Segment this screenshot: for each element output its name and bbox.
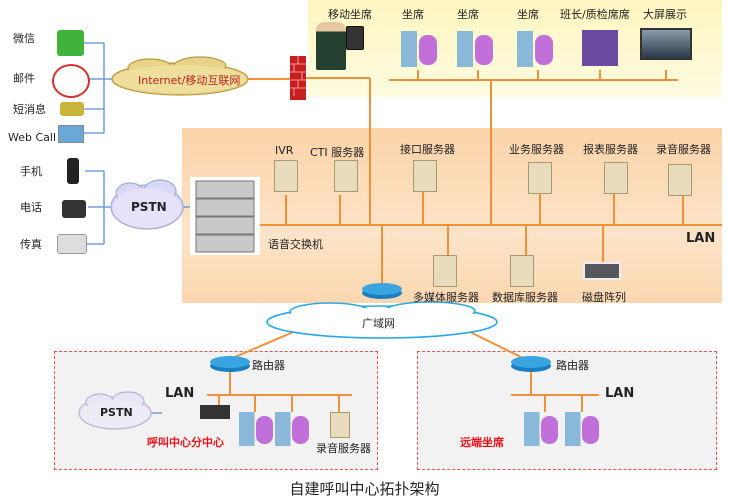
server-label: CTI 服务器	[310, 146, 365, 159]
agent-workstation-icon	[457, 31, 493, 67]
channel-label: 邮件	[13, 72, 35, 85]
database-server-icon	[510, 255, 534, 287]
report-server-icon	[604, 162, 628, 194]
agent-label: 坐席	[457, 8, 479, 21]
remote-router-icon	[511, 356, 551, 372]
agent-label: 大屏展示	[643, 8, 687, 21]
channel-label: 传真	[20, 238, 42, 251]
fax-icon	[57, 234, 87, 254]
branch-pstn-cloud	[78, 391, 152, 430]
sms-icon	[60, 102, 84, 116]
agent-label: 坐席	[517, 8, 539, 21]
branch-router-icon	[210, 356, 250, 372]
pstn-cloud	[110, 179, 184, 230]
agent-workstation-icon	[401, 31, 437, 67]
remote-name: 远端坐席	[460, 436, 504, 449]
firewall-icon	[290, 56, 306, 100]
server-label: 报表服务器	[583, 143, 638, 156]
branch-lan-label: LAN	[165, 386, 195, 401]
cti-server-icon	[334, 160, 358, 192]
tablet-icon	[346, 26, 364, 50]
agent-workstation-icon	[275, 412, 309, 446]
channel-label: 电话	[20, 201, 42, 214]
mobile-agent-icon	[316, 22, 346, 70]
wechat-icon	[57, 30, 84, 56]
big-screen-icon	[640, 28, 692, 60]
channel-label: 短消息	[13, 103, 46, 116]
server-label: 数据库服务器	[492, 291, 558, 304]
server-label: 录音服务器	[656, 143, 711, 156]
channel-label: 微信	[13, 32, 35, 45]
internet-cloud-label: Internet/移动互联网	[138, 74, 241, 87]
remote-router-label: 路由器	[556, 359, 589, 372]
ivr-server-icon	[274, 160, 298, 192]
agent-workstation-icon	[239, 412, 273, 446]
channel-label: 手机	[20, 165, 42, 178]
branch-pstn-label: PSTN	[100, 406, 133, 419]
agent-label: 班长/质检席席	[560, 8, 630, 21]
email-icon	[52, 64, 90, 98]
remote-lan-label: LAN	[605, 386, 635, 401]
wan-cloud-label: 广域网	[362, 317, 395, 330]
branch-name: 呼叫中心分中心	[147, 436, 224, 449]
remote-zone	[417, 351, 717, 470]
agent-workstation-icon	[524, 412, 558, 446]
core-router-icon	[362, 283, 402, 299]
internet-connectors	[82, 42, 114, 134]
interface-server-icon	[413, 160, 437, 192]
server-label: IVR	[275, 144, 294, 157]
branch-recording-server-icon	[330, 412, 350, 438]
agent-workstation-icon	[565, 412, 599, 446]
desk-phone-icon	[62, 200, 86, 218]
voice-switch-label: 语音交换机	[268, 238, 323, 251]
diagram-title: 自建呼叫中心拓扑架构	[289, 480, 440, 498]
lan-lines	[207, 70, 722, 412]
business-server-icon	[528, 162, 552, 194]
recording-server-icon	[668, 164, 692, 196]
laptop-icon	[58, 125, 84, 143]
agent-workstation-icon	[517, 31, 553, 67]
server-lan-label: LAN	[686, 231, 716, 246]
internet-cloud	[111, 56, 249, 96]
server-label: 接口服务器	[400, 143, 455, 156]
disk-array-icon	[583, 262, 621, 280]
voice-switch-icon	[190, 177, 260, 255]
server-label: 磁盘阵列	[582, 291, 626, 304]
agent-label: 移动坐席	[328, 8, 372, 21]
channel-label: Web Call	[8, 131, 57, 144]
branch-router-label: 路由器	[252, 359, 285, 372]
branch-switch-icon	[200, 405, 230, 419]
wan-cloud	[266, 301, 498, 339]
server-label: 业务服务器	[509, 143, 564, 156]
multimedia-server-icon	[433, 255, 457, 287]
branch-recording-label: 录音服务器	[316, 442, 371, 455]
supervisor-icon	[582, 30, 618, 66]
server-label: 多媒体服务器	[413, 291, 479, 304]
pstn-cloud-label: PSTN	[131, 200, 167, 214]
agent-label: 坐席	[402, 8, 424, 21]
mobile-phone-icon	[67, 158, 79, 184]
